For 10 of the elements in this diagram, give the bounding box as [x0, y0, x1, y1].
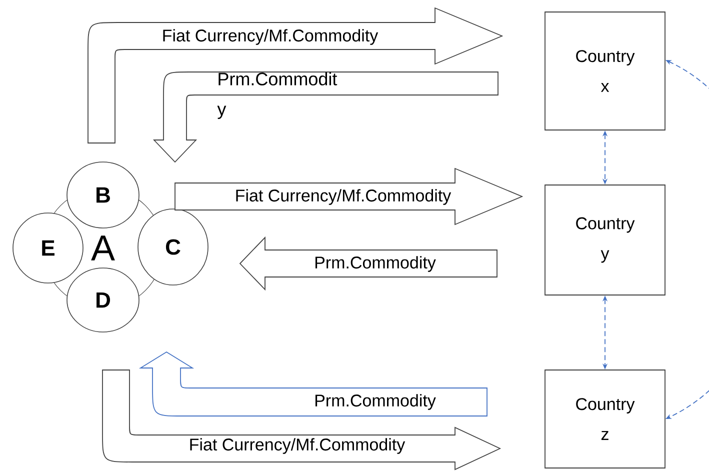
- edge-label: Fiat Currency/Mf.Commodity: [234, 188, 452, 206]
- edge-label: Prm.Commodity: [314, 394, 436, 410]
- edge-label: Fiat Currency/Mf.Commodity: [188, 438, 406, 454]
- edge-label: Fiat Currency/Mf.Commodity: [161, 28, 379, 46]
- country-box: Country z: [544, 370, 666, 468]
- country-box: Country y: [544, 184, 666, 296]
- edge-label: Prm.Commodity: [314, 256, 436, 272]
- edge-label: Prm.Commodit y: [217, 72, 338, 119]
- block-arrow: [154, 72, 498, 162]
- country-box: Country x: [544, 12, 666, 130]
